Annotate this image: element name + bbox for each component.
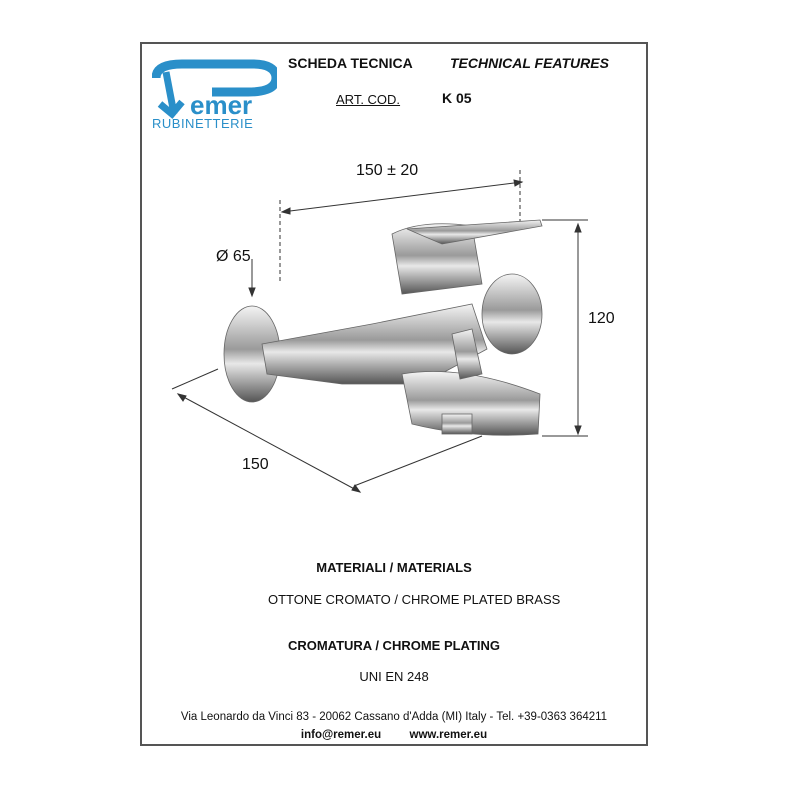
footer-contacts: info@remer.eu www.remer.eu	[142, 729, 646, 741]
plating-heading: CROMATURA / CHROME PLATING	[287, 638, 501, 653]
brand-subtitle: RUBINETTERIE	[152, 116, 254, 131]
art-code: K 05	[442, 90, 472, 106]
plating-value: UNI EN 248	[359, 669, 429, 684]
faucet-drawing	[171, 170, 588, 493]
svg-text:emer: emer	[190, 90, 252, 120]
footer-email[interactable]: info@remer.eu	[300, 729, 382, 741]
title-italian: SCHEDA TECNICA	[288, 55, 413, 71]
footer-address: Via Leonardo da Vinci 83 - 20062 Cassano…	[180, 711, 608, 723]
materials-heading: MATERIALI / MATERIALS	[316, 560, 472, 575]
technical-sheet: emer RUBINETTERIE SCHEDA TECNICA TECHNIC…	[140, 42, 648, 746]
footer-website[interactable]: www.remer.eu	[409, 729, 488, 741]
art-code-label: ART. COD.	[336, 92, 401, 107]
depth-dimension: 150	[242, 456, 269, 473]
width-dimension: 150 ± 20	[356, 162, 419, 179]
height-dimension: 120	[588, 310, 615, 327]
title-english: TECHNICAL FEATURES	[450, 55, 609, 71]
diameter-dimension: Ø 65	[216, 248, 251, 265]
materials-value: OTTONE CROMATO / CHROME PLATED BRASS	[268, 592, 561, 607]
remer-logo: emer	[152, 59, 277, 120]
